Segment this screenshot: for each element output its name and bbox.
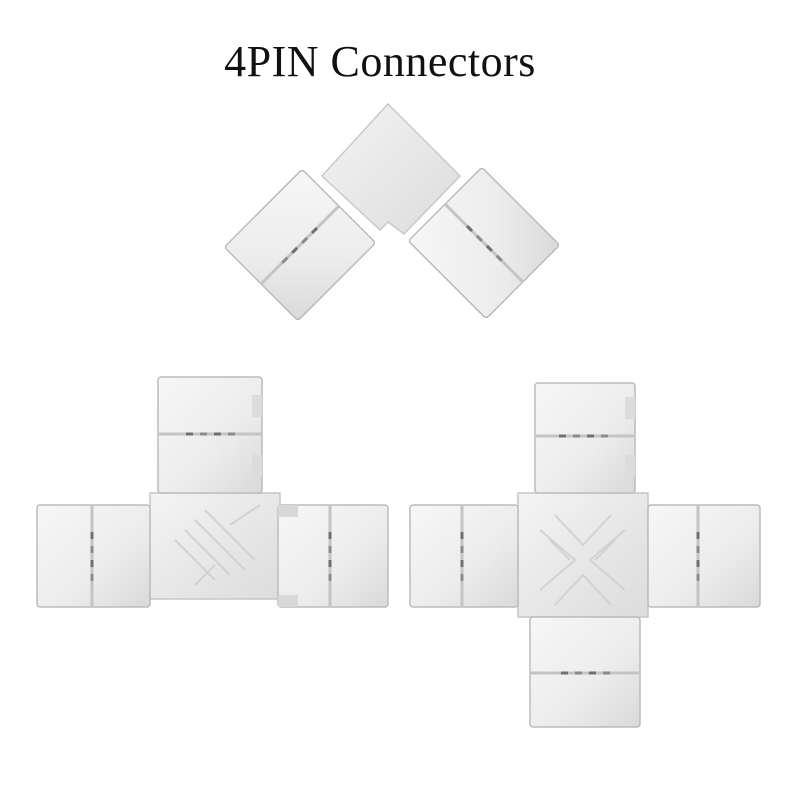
- l-connector-right-clip: [408, 167, 560, 319]
- x-connector-bottom-clip: [529, 616, 641, 728]
- t-shape-connector: [36, 376, 389, 608]
- t-connector-top-clip: [157, 376, 263, 494]
- t-connector-pcb: [149, 492, 281, 600]
- x-connector-left-clip: [409, 504, 519, 608]
- t-connector-left-clip: [36, 504, 151, 608]
- l-connector-pcb: [320, 102, 462, 235]
- l-shape-connector: [224, 102, 560, 321]
- l-connector-left-clip: [224, 169, 376, 321]
- x-connector-top-clip: [534, 382, 636, 494]
- x-shape-connector: [409, 382, 761, 728]
- x-connector-right-clip: [647, 504, 761, 608]
- t-connector-right-clip: [277, 504, 389, 608]
- x-connector-pcb: [517, 492, 649, 618]
- page-title: 4PIN Connectors: [224, 37, 536, 86]
